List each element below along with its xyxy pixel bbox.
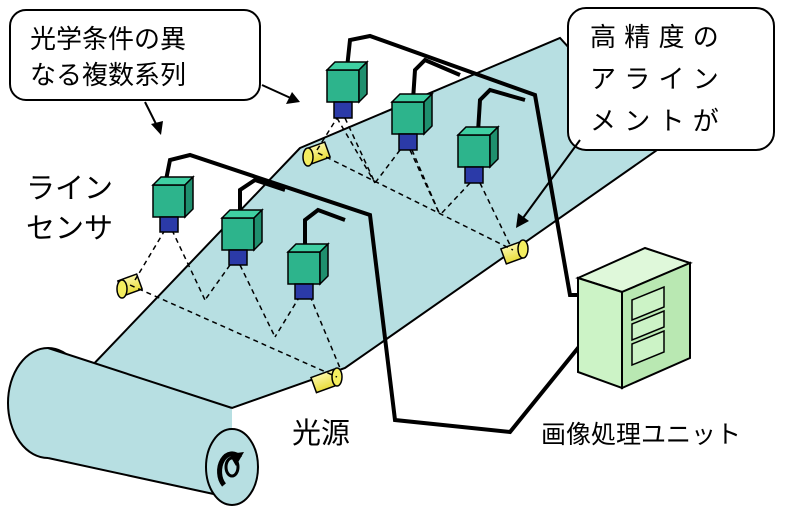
line-sensor-camera: [220, 208, 264, 266]
belt-roll-body: [48, 348, 232, 498]
callout-alignment-line-2: ア ラ イ ン: [590, 65, 719, 95]
line-sensor-camera: [390, 92, 434, 151]
line-sensor-label-2: センサ: [26, 211, 113, 245]
unit-panel: [631, 329, 665, 367]
callout-alignment-line-3: メ ン ト が: [590, 107, 719, 137]
cables: [163, 33, 585, 435]
unit-panel: [631, 285, 665, 322]
scan-lines: [129, 117, 514, 378]
line-sensor-camera: [456, 125, 500, 184]
light-source-label: 光源: [292, 416, 350, 450]
callout-series: 光学条件の異 なる複数系列: [9, 9, 300, 135]
arrow-head-icon: [516, 213, 529, 228]
belt-roll-end: [205, 428, 259, 506]
line-sensors: [151, 60, 500, 300]
light-source-left: [116, 273, 144, 299]
arrow-head-icon: [151, 121, 163, 135]
line-sensor-label-1: ライン: [26, 171, 113, 205]
line-sensor-camera: [151, 175, 195, 233]
callout-alignment-line-1: 高 精 度 の: [590, 23, 719, 53]
line-sensor-camera: [286, 242, 330, 300]
callout-series-line-2: なる複数系列: [30, 61, 186, 91]
arrow-head-icon: [286, 92, 300, 104]
line-sensor-camera: [325, 60, 369, 119]
processing-unit-label: 画像処理ユニット: [541, 420, 741, 449]
conveyor-belt: [7, 36, 662, 506]
unit-panel: [631, 309, 665, 342]
image-processing-unit: [575, 246, 693, 390]
callout-alignment: 高 精 度 の ア ラ イ ン メ ン ト が: [516, 7, 775, 228]
callout-series-line-1: 光学条件の異: [30, 25, 186, 55]
